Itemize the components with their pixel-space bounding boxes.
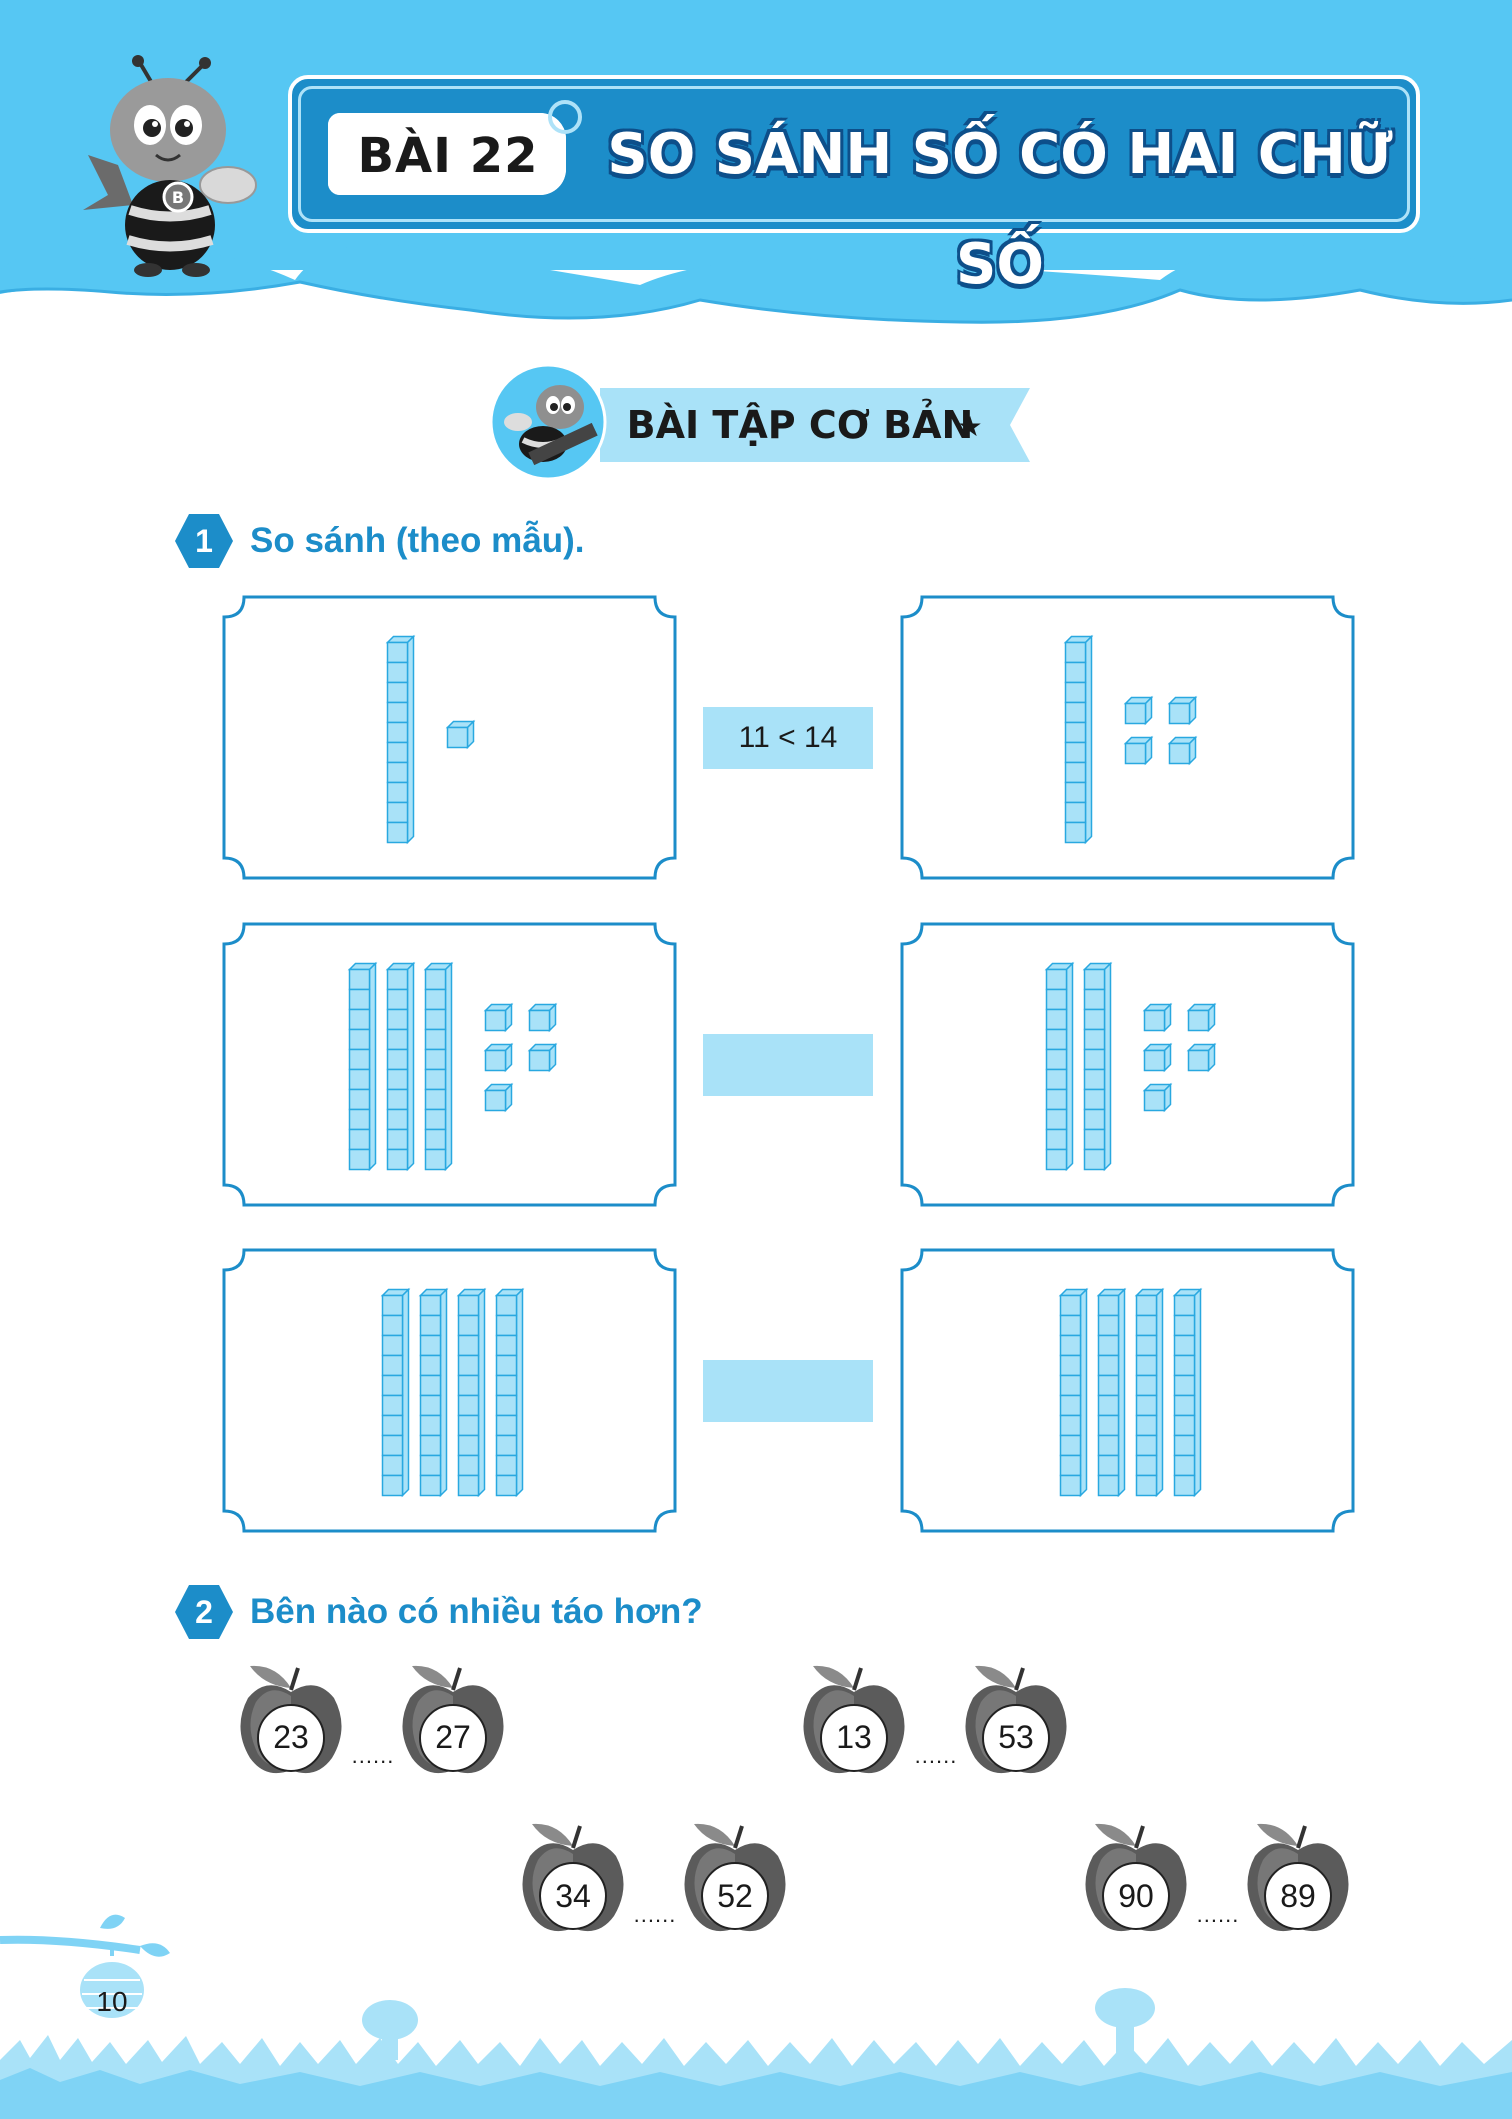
answer-blank[interactable]: ...... — [1196, 1902, 1240, 1927]
unit-cube — [1123, 735, 1154, 766]
apple-number: 52 — [717, 1878, 753, 1914]
apple-number: 53 — [998, 1719, 1034, 1755]
apple-number: 34 — [555, 1878, 591, 1914]
unit-cube — [1142, 1082, 1173, 1113]
comparison-box-left-1 — [222, 595, 677, 880]
lesson-number: BÀI 22 — [357, 128, 539, 184]
unit-cube — [1142, 1002, 1173, 1033]
unit-cube — [1186, 1042, 1217, 1073]
svg-text:B: B — [172, 188, 184, 207]
exercise-number-badge — [175, 1585, 233, 1639]
exercise-1-number: 1 — [195, 523, 213, 559]
ten-rod — [1044, 961, 1075, 1172]
answer-box-3[interactable] — [703, 1359, 873, 1422]
beehive-branch-decoration — [0, 1914, 170, 2018]
ten-rod — [418, 1287, 449, 1498]
answer-box-2[interactable] — [703, 1033, 873, 1096]
apple-number: 27 — [435, 1719, 471, 1755]
unit-cube — [483, 1082, 514, 1113]
section-title: BÀI TẬP CƠ BẢN — [626, 403, 974, 447]
section-banner — [600, 388, 1030, 462]
page-number: 10 — [96, 1986, 128, 2017]
exercise-1-heading: So sánh (theo mẫu). — [250, 521, 585, 560]
answer-blank[interactable]: ...... — [914, 1743, 958, 1768]
ten-rod — [385, 634, 416, 845]
ten-rod — [1063, 634, 1094, 845]
lesson-tag — [328, 113, 566, 195]
ten-rod — [423, 961, 454, 1172]
ten-rod — [494, 1287, 525, 1498]
unit-cube — [527, 1002, 558, 1033]
exercise-2-heading: Bên nào có nhiều táo hơn? — [250, 1592, 703, 1631]
ten-rod — [1134, 1287, 1165, 1498]
unit-cube — [1167, 735, 1198, 766]
bee-mascot-illustration: B — [83, 55, 257, 277]
unit-cube — [527, 1042, 558, 1073]
exercise-2-number: 2 — [195, 1594, 213, 1630]
unit-cube — [483, 1042, 514, 1073]
unit-cube — [1186, 1002, 1217, 1033]
unit-cube — [483, 1002, 514, 1033]
ten-rod — [1172, 1287, 1203, 1498]
unit-cube — [1123, 695, 1154, 726]
ten-rod — [456, 1287, 487, 1498]
comparison-box-left-3 — [222, 1248, 677, 1533]
bee-pencil-badge-icon — [489, 363, 607, 481]
comparison-box-right-2 — [900, 922, 1355, 1207]
ten-rod — [347, 961, 378, 1172]
unit-cube — [1142, 1042, 1173, 1073]
unit-cube — [1167, 695, 1198, 726]
ten-rod — [380, 1287, 411, 1498]
star-icon: ★ — [957, 410, 983, 443]
answer-blank[interactable]: ...... — [351, 1743, 395, 1768]
ten-rod — [1058, 1287, 1089, 1498]
tag-ring-decoration — [548, 100, 582, 134]
ten-rod — [1082, 961, 1113, 1172]
apple-number: 23 — [273, 1719, 309, 1755]
answer-box-1[interactable]: 11 < 14 — [703, 706, 873, 769]
answer-blank[interactable]: ...... — [633, 1902, 677, 1927]
footer-grass-decoration — [0, 1988, 1512, 2119]
apple-number: 89 — [1280, 1878, 1316, 1914]
title-banner-inner-border — [298, 86, 1410, 222]
ten-rod — [1096, 1287, 1127, 1498]
comparison-box-right-1 — [900, 595, 1355, 880]
apple-number: 90 — [1118, 1878, 1154, 1914]
page-title: SO SÁNH SỐ CÓ HAI CHỮ SỐ — [607, 122, 1393, 297]
comparison-box-left-2 — [222, 922, 677, 1207]
comparison-box-right-3 — [900, 1248, 1355, 1533]
apple-number: 13 — [836, 1719, 872, 1755]
unit-cube — [445, 719, 476, 750]
exercise-number-badge — [175, 514, 233, 568]
ten-rod — [385, 961, 416, 1172]
